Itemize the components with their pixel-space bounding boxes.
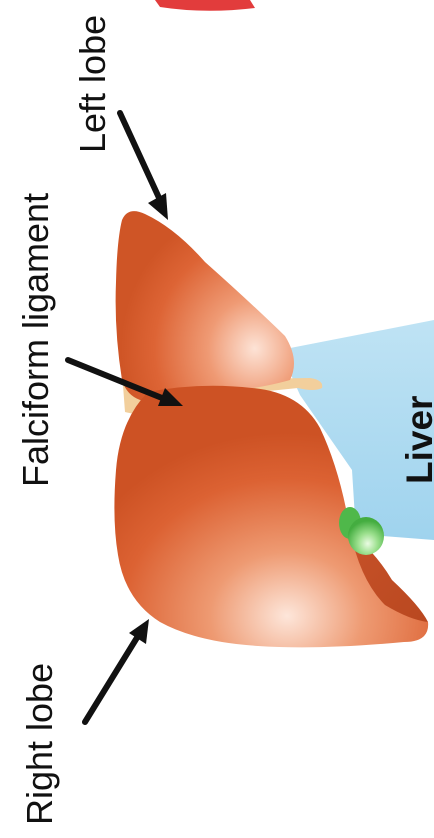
arrow-left-lobe — [120, 113, 168, 220]
falciform-ligament-label: Falciform ligament — [15, 193, 56, 487]
left-lobe-shape — [116, 211, 294, 402]
panel-title-liver: Liver — [399, 396, 434, 484]
left-lobe-label: Left lobe — [72, 15, 113, 153]
title-fragment — [155, 0, 255, 11]
arrow-right-lobe — [85, 619, 149, 722]
right-lobe-label: Right lobe — [19, 663, 60, 825]
